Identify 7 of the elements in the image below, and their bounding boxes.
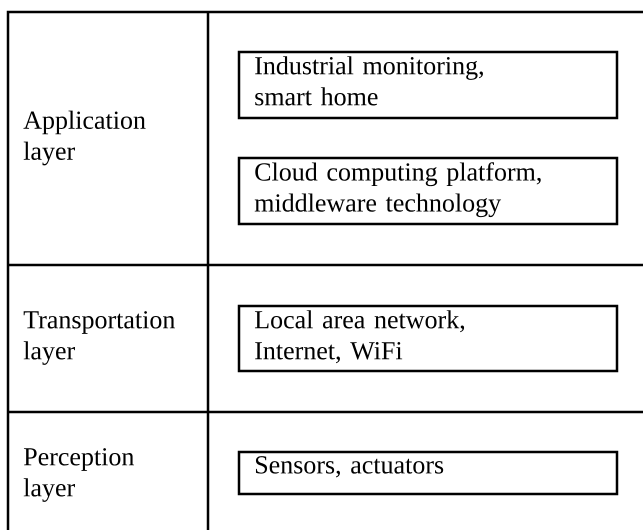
technology-box: Sensors, actuators <box>238 450 618 496</box>
layer-label: Perception layer <box>24 448 134 502</box>
layer-label: Transportation layer <box>24 311 175 365</box>
layer-label: Application layer <box>23 110 146 166</box>
technology-box: Cloud computing platform, middleware technology <box>238 156 618 226</box>
technology-box: Industrial monitoring, smart home <box>238 50 618 120</box>
technology-box: Local area network, Internet, WiFi <box>238 304 618 372</box>
